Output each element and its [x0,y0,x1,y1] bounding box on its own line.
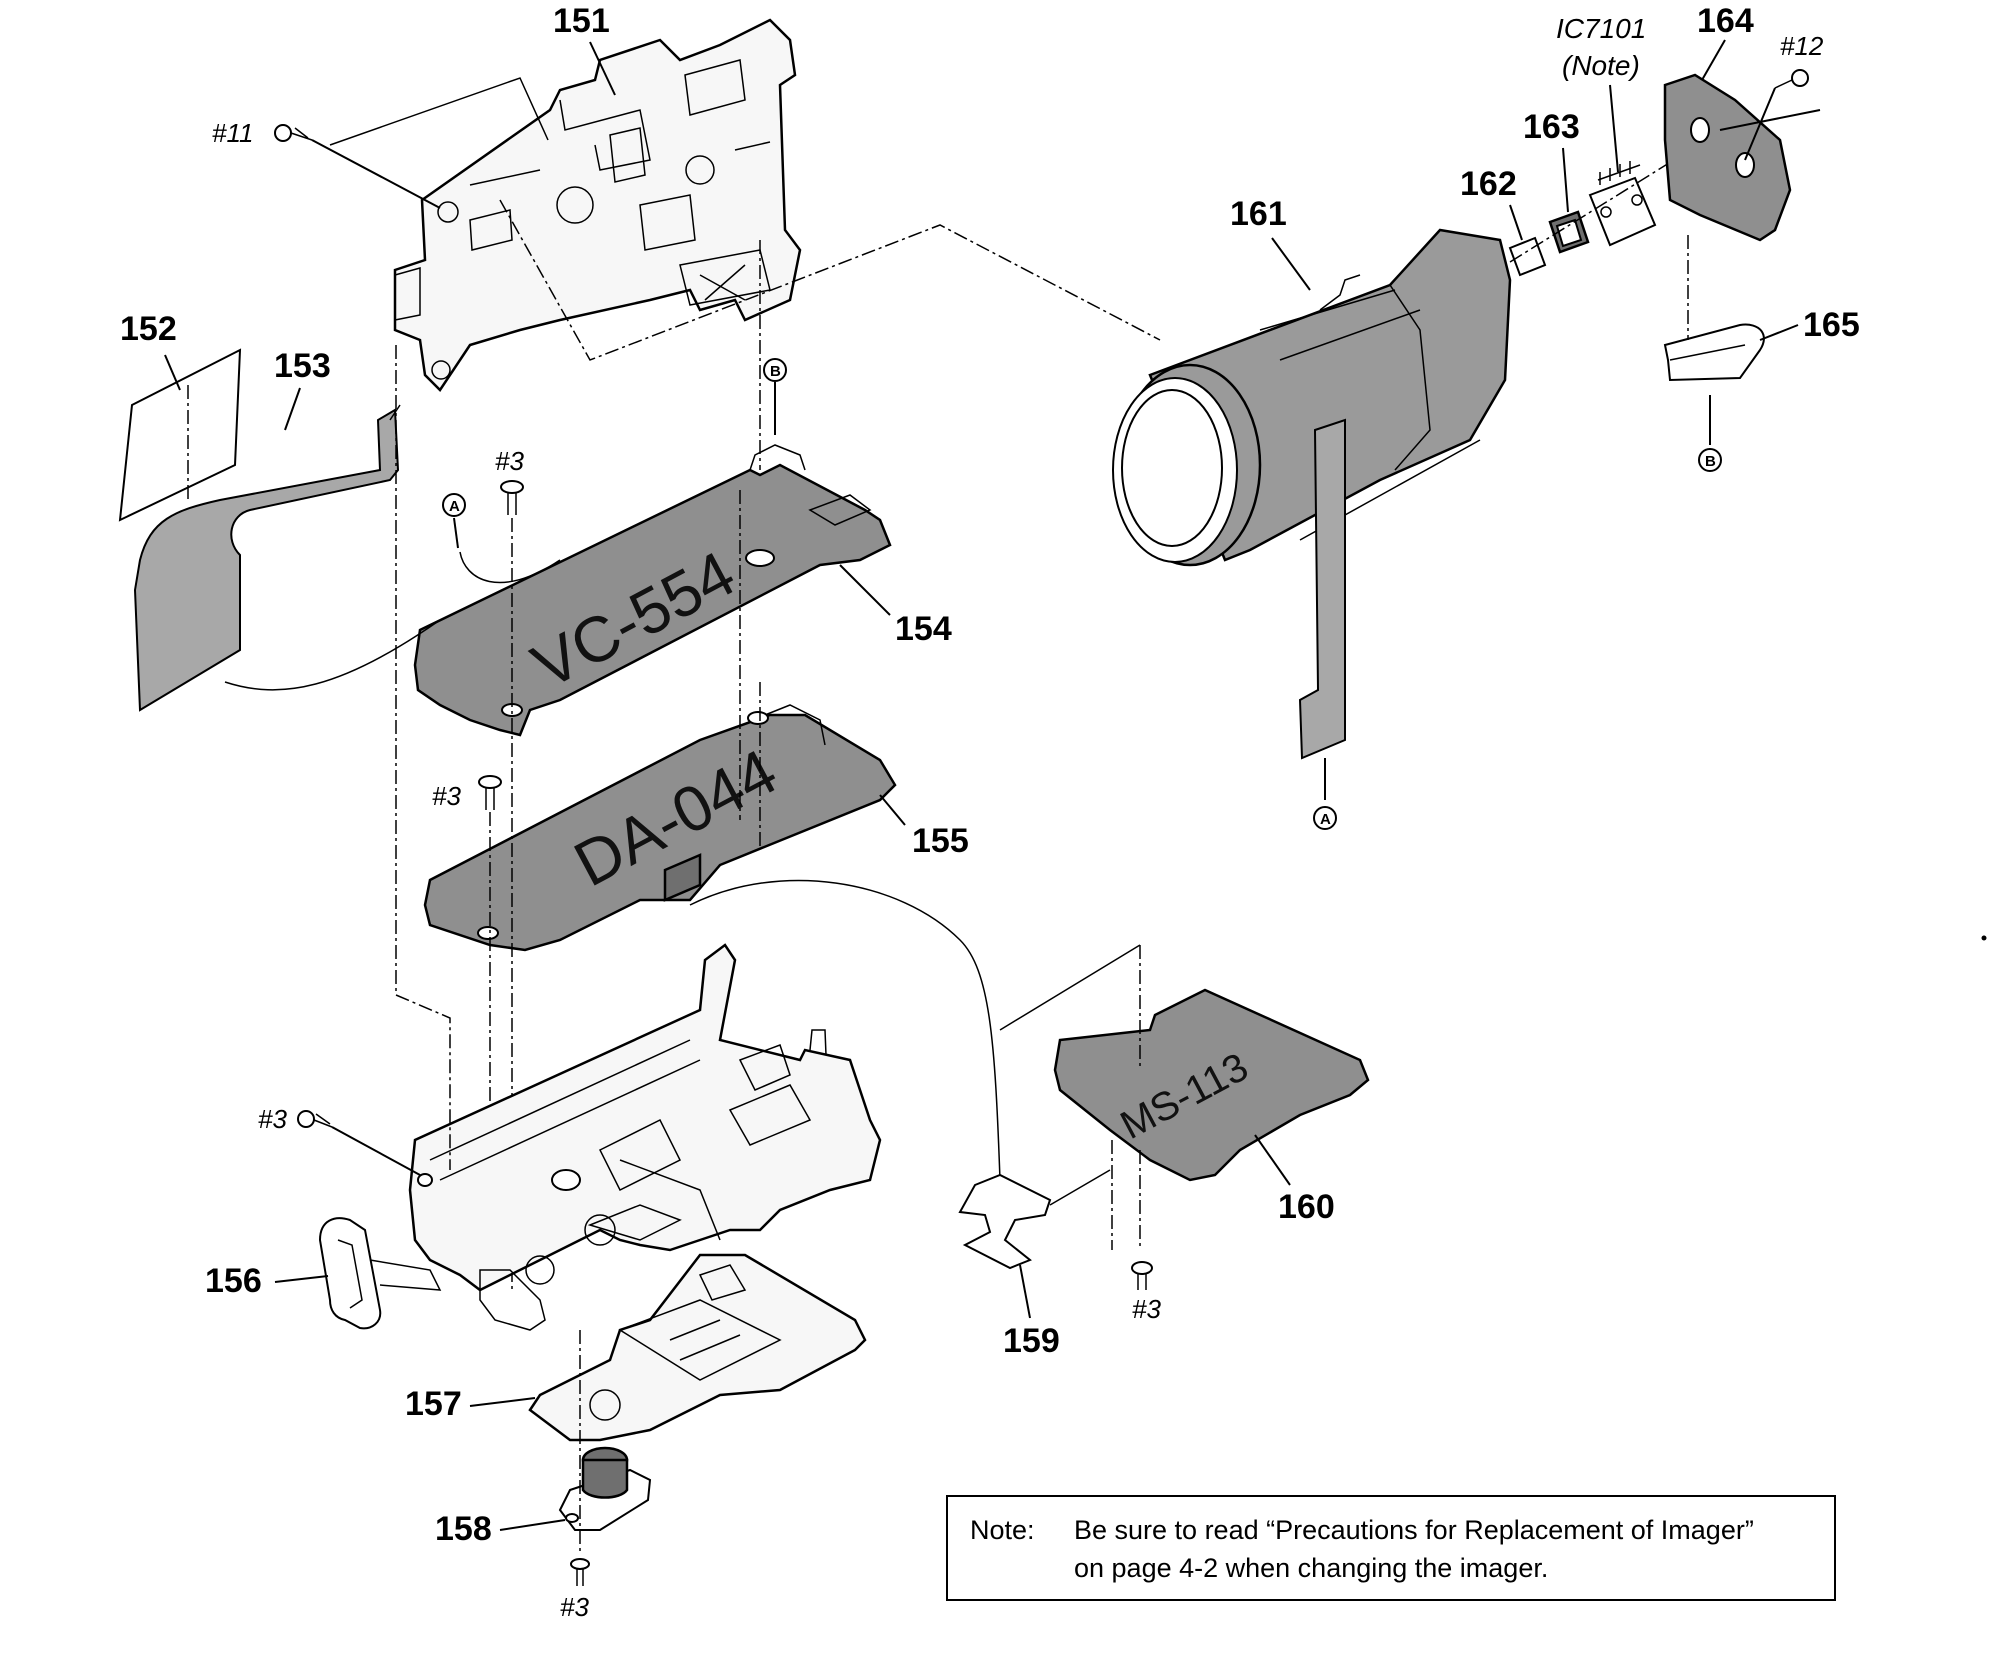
callout-152: 152 [120,310,177,348]
note-text-line-2: on page 4-2 when changing the imager. [1074,1553,1549,1583]
callout-163: 163 [1523,108,1580,146]
screw-12-label: #12 [1780,31,1824,61]
callout-161: 161 [1230,195,1287,233]
screw-3-a-label: #3 [495,446,524,476]
screw-3-e: #3 [1131,1261,1161,1324]
part-164-board [1663,73,1792,242]
part-165-clip [1663,323,1765,382]
callout-159: 159 [1003,1322,1060,1360]
callout-154: 154 [895,610,952,648]
part-162-filter [1508,236,1547,277]
board-ms-113: MS-113 [1053,988,1370,1182]
screw-11: #11 [212,118,441,209]
stray-mark [1981,935,1987,941]
screw-3-c: #3 [258,1104,421,1176]
screw-3-e-label: #3 [1132,1294,1161,1324]
part-151-frame [393,18,802,392]
connector-b-right: B [1698,395,1722,472]
screw-3-b: #3 [432,775,502,811]
board-vc-554: VC-554 [413,444,892,737]
part-157-plate [528,1253,867,1442]
callout-153: 153 [274,347,331,385]
part-159-clip [958,1169,1111,1270]
part-152-sheet [118,348,242,522]
screw-11-label: #11 [212,118,253,148]
callout-162: 162 [1460,165,1517,203]
callout-164: 164 [1697,2,1754,40]
screw-3-d: #3 [560,1558,590,1622]
connector-a-left-label: A [449,498,460,515]
callout-151: 151 [553,2,610,40]
lower-chassis [408,943,882,1331]
connector-b-top: B [763,358,787,435]
note-box: Note: Be sure to read “Precautions for R… [946,1495,1836,1601]
callout-158: 158 [435,1510,492,1548]
callout-160: 160 [1278,1188,1335,1226]
note-text-line-1: Be sure to read “Precautions for Replace… [1074,1515,1754,1545]
part-156-strap-holder [318,1217,442,1330]
connector-a-right-label: A [1320,811,1331,828]
callouts: 151 152 153 154 155 156 157 158 159 160 … [120,2,1860,1548]
callout-155: 155 [912,822,969,860]
connector-a-right: A [1313,758,1337,830]
connector-a-left: A [224,493,561,691]
part-153-flex [133,404,401,712]
note-label: Note: [970,1515,1035,1545]
callout-157: 157 [405,1385,462,1423]
callout-165: 165 [1803,306,1860,344]
board-da-044: DA-044 [423,704,897,952]
connector-b-top-label: B [770,363,781,380]
ic7101-label: IC7101 [1556,13,1646,44]
part-161-lens-block [1112,228,1512,760]
ic7101-imager [1588,161,1657,247]
part-158-connector [558,1446,652,1531]
screw-12: #12 [1719,31,1824,161]
ic7101-note-label: (Note) [1562,50,1640,81]
screw-3-a: #3 [495,446,524,515]
callout-156: 156 [205,1262,262,1300]
screw-3-c-label: #3 [258,1104,287,1134]
screw-3-d-label: #3 [560,1592,589,1622]
connector-b-right-label: B [1705,453,1716,470]
screw-3-b-label: #3 [432,781,461,811]
part-163-holder [1548,210,1590,254]
